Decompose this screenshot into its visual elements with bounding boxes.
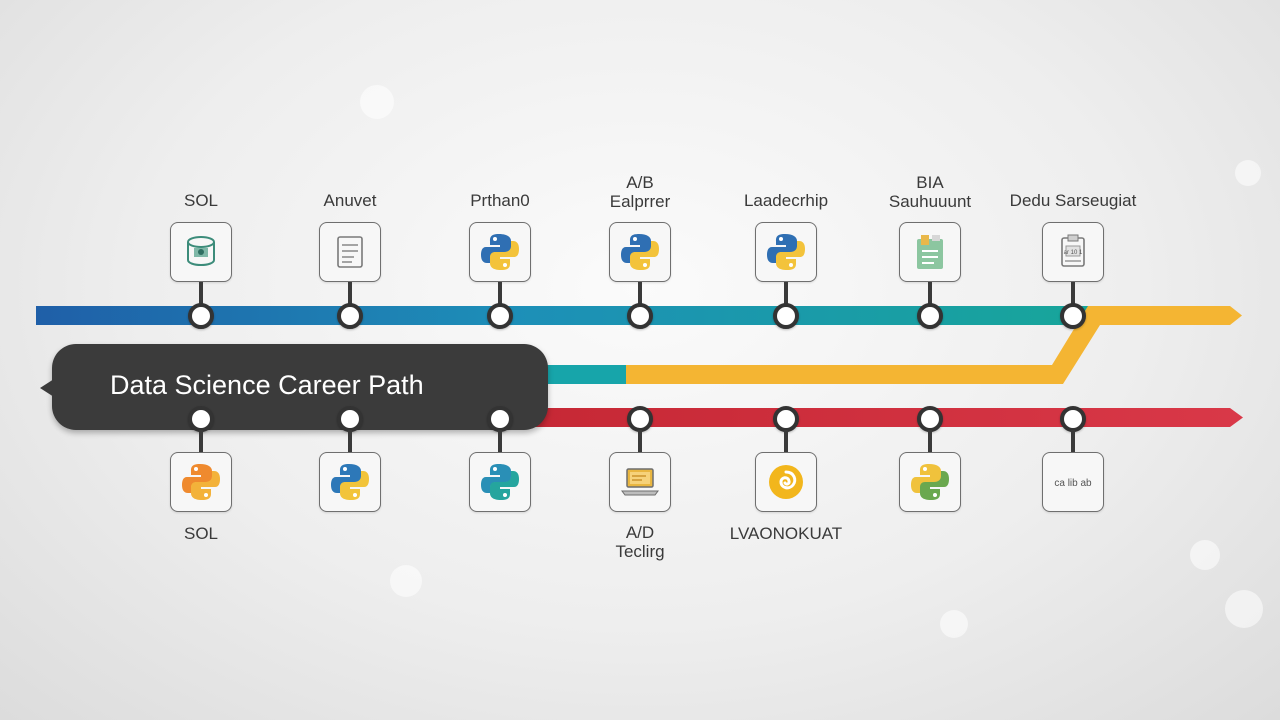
- clipboard-icon: ar 10 1: [1053, 232, 1093, 272]
- bottom-milestone-label: SOL: [183, 524, 219, 543]
- bottom-milestone-icon-box[interactable]: [319, 452, 381, 512]
- top-milestone-icon-box[interactable]: [319, 222, 381, 282]
- top-milestone-node[interactable]: [487, 303, 513, 329]
- top-milestone-node[interactable]: [917, 303, 943, 329]
- top-milestone-node[interactable]: [1060, 303, 1086, 329]
- middle-teal-track: [540, 365, 626, 384]
- top-milestone-label: Anuvet: [323, 191, 377, 210]
- bottom-milestone-icon-box[interactable]: [899, 452, 961, 512]
- top-milestone-icon-box[interactable]: [609, 222, 671, 282]
- top-milestone-icon-box[interactable]: ar 10 1: [1042, 222, 1104, 282]
- diagram-title: Data Science Career Path: [110, 370, 424, 400]
- chart-icon: [912, 231, 948, 273]
- top-milestone-node[interactable]: [337, 303, 363, 329]
- database-icon: [181, 234, 221, 270]
- laptop-icon: [618, 464, 662, 500]
- document-icon: [330, 233, 370, 271]
- clipboard-icon-text: ar 10 1: [1064, 250, 1083, 256]
- python-icon: [908, 460, 952, 504]
- title-banner: [52, 344, 548, 430]
- top-milestone-label: BIA Sauhuuunt: [888, 173, 972, 211]
- top-connector: [348, 282, 352, 304]
- bottom-milestone-label: A/D Teclirg: [615, 523, 665, 561]
- top-milestone-label: A/B Ealprrer: [609, 173, 671, 211]
- top-milestone-label: SOL: [183, 191, 219, 210]
- python-icon: [764, 230, 808, 274]
- bottom-connector: [638, 430, 642, 452]
- bottom-connector: [928, 430, 932, 452]
- title-banner-arrow: [40, 379, 54, 397]
- svg-text:ca lib ab: ca lib ab: [1054, 478, 1092, 489]
- bottom-connector: [784, 430, 788, 452]
- bottom-milestone-node[interactable]: [188, 406, 214, 432]
- top-milestone-icon-box[interactable]: [755, 222, 817, 282]
- bottom-milestone-node[interactable]: [337, 406, 363, 432]
- top-milestone-icon-box[interactable]: [899, 222, 961, 282]
- top-milestone-label: Dedu Sarseugiat: [1009, 191, 1137, 210]
- top-milestone-label: Laadecrhip: [743, 191, 829, 210]
- top-milestone-node[interactable]: [627, 303, 653, 329]
- top-milestone-icon-box[interactable]: [170, 222, 232, 282]
- bottom-connector: [348, 430, 352, 452]
- text-icon: ca lib ab: [1051, 472, 1095, 492]
- yellow-track: [625, 306, 1242, 384]
- bottom-milestone-icon-box[interactable]: ca lib ab: [1042, 452, 1104, 512]
- top-milestone-label: Prthan0: [470, 191, 530, 210]
- bottom-connector: [1071, 430, 1075, 452]
- bottom-connector: [199, 430, 203, 452]
- python-icon: [478, 230, 522, 274]
- python-icon: [328, 460, 372, 504]
- bottom-milestone-node[interactable]: [773, 406, 799, 432]
- bottom-milestone-icon-box[interactable]: [609, 452, 671, 512]
- python-icon: [478, 460, 522, 504]
- top-connector: [498, 282, 502, 304]
- python-icon: [179, 460, 223, 504]
- top-connector: [638, 282, 642, 304]
- python-icon: [618, 230, 662, 274]
- bottom-milestone-icon-box[interactable]: [469, 452, 531, 512]
- top-milestone-node[interactable]: [773, 303, 799, 329]
- bottom-milestone-node[interactable]: [917, 406, 943, 432]
- bottom-milestone-label: LVAONOKUAT: [729, 524, 843, 543]
- bottom-milestone-icon-box[interactable]: [755, 452, 817, 512]
- bottom-milestone-node[interactable]: [627, 406, 653, 432]
- bottom-milestone-node[interactable]: [487, 406, 513, 432]
- bottom-milestone-node[interactable]: [1060, 406, 1086, 432]
- top-connector: [1071, 282, 1075, 304]
- top-milestone-node[interactable]: [188, 303, 214, 329]
- top-milestone-icon-box[interactable]: [469, 222, 531, 282]
- bottom-milestone-icon-box[interactable]: [170, 452, 232, 512]
- bottom-connector: [498, 430, 502, 452]
- top-connector: [928, 282, 932, 304]
- top-connector: [199, 282, 203, 304]
- swirl-icon: [764, 460, 808, 504]
- top-track: [36, 306, 1096, 325]
- top-connector: [784, 282, 788, 304]
